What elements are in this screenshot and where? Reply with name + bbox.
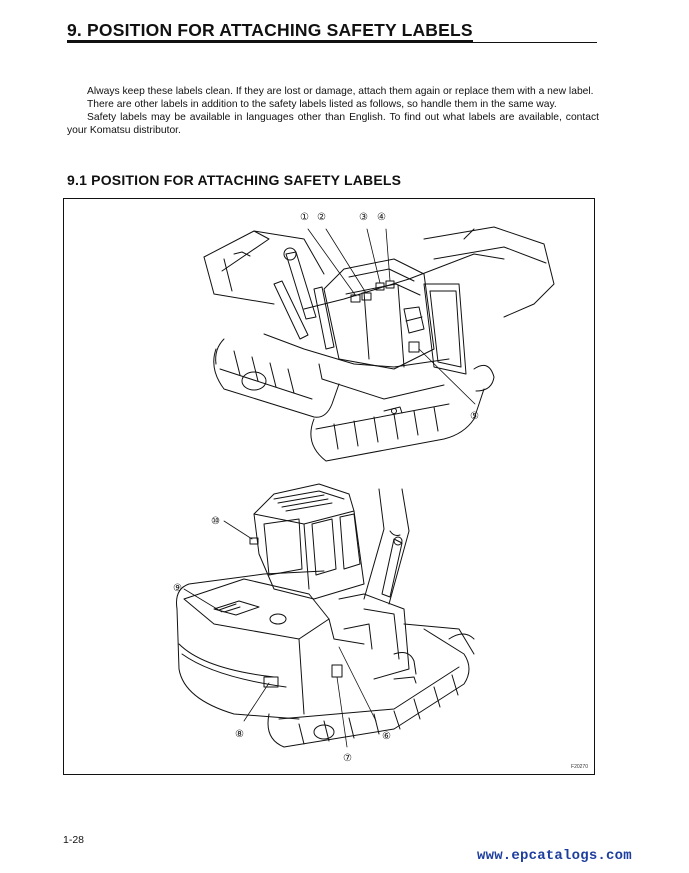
callout-7: ⑦ — [343, 753, 352, 764]
callout-8: ⑧ — [235, 729, 244, 740]
callout-4: ④ — [377, 212, 386, 223]
excavator-front-view — [203, 226, 555, 462]
excavator-illustration: ① ② ③ ④ ⑤ ⑥ ⑦ ⑧ ⑨ ⑩ — [173, 212, 555, 764]
excavator-rear-view — [176, 483, 475, 748]
callout-2: ② — [317, 212, 326, 223]
section-title: 9. POSITION FOR ATTACHING SAFETY LABELS — [67, 20, 597, 43]
paragraph-2: There are other labels in addition to th… — [87, 99, 557, 110]
callout-1: ① — [300, 212, 309, 223]
callout-9: ⑨ — [173, 583, 182, 594]
callout-6: ⑥ — [382, 731, 391, 742]
label-position-figure: ① ② ③ ④ ⑤ ⑥ ⑦ ⑧ ⑨ ⑩ F20270 — [63, 198, 595, 775]
top-leader-lines — [307, 228, 476, 405]
figure-code: F20270 — [571, 764, 588, 770]
callout-3: ③ — [359, 212, 368, 223]
callout-5: ⑤ — [470, 411, 479, 422]
paragraph-1: Always keep these labels clean. If they … — [87, 86, 594, 97]
page-number: 1-28 — [63, 834, 85, 846]
subsection-title: 9.1 POSITION FOR ATTACHING SAFETY LABELS — [67, 172, 402, 188]
bottom-leader-lines — [183, 520, 377, 748]
watermark: www.epcatalogs.com — [477, 848, 632, 864]
paragraph-3: Safety labels may be available in langua… — [67, 112, 599, 136]
section-title-text: 9. POSITION FOR ATTACHING SAFETY LABELS — [67, 20, 473, 42]
callout-markers: ① ② ③ ④ ⑤ ⑥ ⑦ ⑧ ⑨ ⑩ — [173, 212, 479, 764]
intro-text: Always keep these labels clean. If they … — [67, 85, 599, 137]
callout-10: ⑩ — [211, 516, 220, 527]
